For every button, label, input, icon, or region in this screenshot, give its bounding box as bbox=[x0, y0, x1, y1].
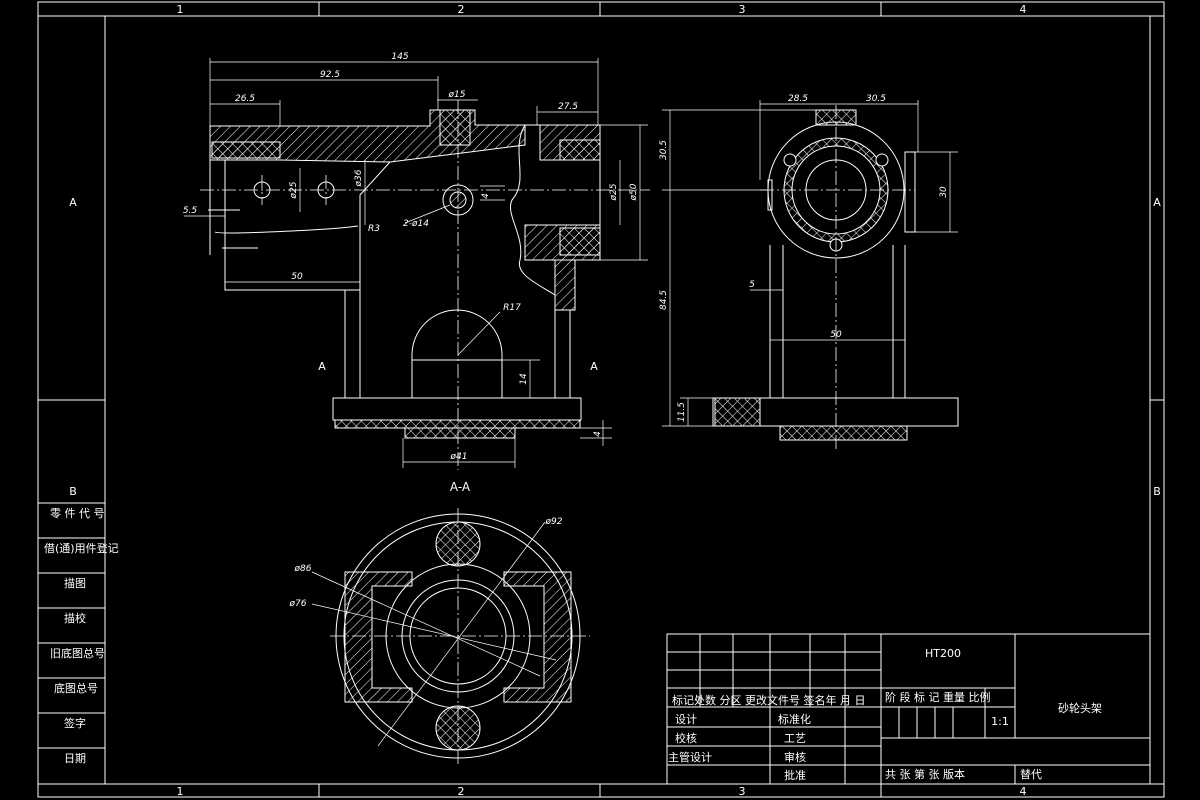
review-label: 审核 bbox=[784, 750, 806, 764]
zone-bottom-4: 4 bbox=[1020, 785, 1027, 798]
zone-bottom-1: 1 bbox=[177, 785, 184, 798]
dim-11-5: 11.5 bbox=[677, 402, 687, 422]
dim-phi50: ø50 bbox=[629, 183, 639, 201]
front-view-centerlines bbox=[200, 100, 650, 470]
dim-phi92: ø92 bbox=[545, 517, 563, 527]
dim-phi25-right: ø25 bbox=[609, 183, 619, 201]
dim-27-5: 27.5 bbox=[558, 102, 578, 112]
side-view-dimension-lines bbox=[662, 100, 958, 427]
dim-4-mid: 4 bbox=[481, 193, 491, 199]
dim-26-5: 26.5 bbox=[235, 94, 255, 104]
part-name: 砂轮头架 bbox=[1058, 701, 1102, 715]
side-view-dimension-text: 28.5 30.5 30.5 30 84.5 5 50 11.5 bbox=[659, 94, 949, 422]
dim-14: 14 bbox=[519, 373, 529, 385]
replace-label: 替代 bbox=[1020, 767, 1042, 781]
dim-r17: R17 bbox=[503, 303, 521, 313]
zone-top-3: 3 bbox=[739, 3, 746, 16]
dim-5: 5 bbox=[749, 280, 755, 290]
zone-left-b: B bbox=[69, 485, 77, 498]
dim-30-5-top: 30.5 bbox=[866, 94, 886, 104]
sheet-count: 共 张 第 张 版本 bbox=[885, 767, 965, 781]
label-tracing: 描图 bbox=[64, 576, 86, 590]
dim-92-5: 92.5 bbox=[320, 70, 340, 80]
section-view-centerlines bbox=[330, 508, 590, 765]
label-tracing-check: 描校 bbox=[64, 611, 86, 625]
dim-phi15: ø15 bbox=[448, 90, 466, 100]
design-label: 设计 bbox=[675, 713, 697, 726]
section-view-dimension-text: ø92 ø86 ø76 bbox=[289, 517, 563, 609]
label-old-base-number: 旧底图总号 bbox=[50, 646, 105, 660]
dim-phi25-left: ø25 bbox=[289, 181, 299, 199]
standardization-label: 标准化 bbox=[778, 712, 811, 726]
front-view bbox=[208, 109, 601, 439]
dim-phi36: ø36 bbox=[354, 169, 364, 187]
dim-5-5: 5.5 bbox=[183, 206, 198, 216]
label-signature: 签字 bbox=[64, 716, 86, 730]
dim-4-base: 4 bbox=[593, 431, 603, 437]
zone-left-a: A bbox=[69, 196, 77, 209]
approve-label: 批准 bbox=[784, 768, 806, 782]
label-date: 日期 bbox=[64, 752, 86, 765]
zone-top-2: 2 bbox=[458, 3, 465, 16]
zone-markers: 1 2 3 4 1 2 3 4 A B A B bbox=[69, 3, 1161, 798]
dim-84-5: 84.5 bbox=[659, 290, 669, 310]
revision-header: 标记处数 分区 更改文件号 签名年 月 日 bbox=[672, 693, 865, 707]
dim-holes: 2-ø14 bbox=[403, 219, 429, 229]
dim-145: 145 bbox=[391, 52, 408, 62]
front-view-dimension-lines bbox=[184, 58, 648, 468]
zone-top-1: 1 bbox=[177, 3, 184, 16]
zone-bottom-2: 2 bbox=[458, 785, 465, 798]
title-block-grid bbox=[666, 633, 1151, 785]
dim-28-5: 28.5 bbox=[788, 94, 808, 104]
dim-50: 50 bbox=[291, 272, 303, 282]
section-mark-right: A bbox=[590, 360, 598, 373]
zone-right-a: A bbox=[1153, 196, 1161, 209]
zone-right-b: B bbox=[1153, 485, 1161, 498]
dim-phi76: ø76 bbox=[289, 599, 307, 609]
process-label: 工艺 bbox=[784, 732, 806, 745]
dim-30-5-left: 30.5 bbox=[659, 140, 669, 160]
dim-r3: R3 bbox=[368, 224, 380, 234]
title-block-text: HT200 砂轮头架 1:1 标记处数 分区 更改文件号 签名年 月 日 阶 段… bbox=[668, 647, 1102, 782]
scale: 1:1 bbox=[991, 715, 1009, 728]
side-view bbox=[712, 109, 959, 441]
label-part-code: 零 件 代 号 bbox=[50, 507, 105, 520]
dim-phi86: ø86 bbox=[294, 564, 312, 574]
dim-50-side: 50 bbox=[830, 330, 842, 340]
zone-top-4: 4 bbox=[1020, 3, 1027, 16]
chief-design-label: 主管设计 bbox=[668, 750, 712, 764]
left-column-grid bbox=[38, 502, 105, 749]
stage-header: 阶 段 标 记 重量 比例 bbox=[885, 690, 990, 704]
zone-bottom-3: 3 bbox=[739, 785, 746, 798]
material: HT200 bbox=[925, 647, 961, 660]
dim-phi41: ø41 bbox=[450, 452, 468, 462]
side-view-centerlines bbox=[760, 105, 915, 450]
label-borrowed-register: 借(通)用件登记 bbox=[44, 541, 119, 555]
label-base-number: 底图总号 bbox=[54, 681, 98, 695]
dim-30: 30 bbox=[939, 186, 949, 198]
section-title: A-A bbox=[450, 480, 471, 494]
left-column-labels: 零 件 代 号 借(通)用件登记 描图 描校 旧底图总号 底图总号 签字 日期 bbox=[44, 507, 119, 765]
front-view-dimension-text: 145 92.5 26.5 ø15 27.5 ø25 ø36 5.5 R3 2-… bbox=[183, 52, 639, 462]
drawing-frame bbox=[37, 1, 1165, 798]
check-label: 校核 bbox=[675, 731, 697, 745]
section-mark-left: A bbox=[318, 360, 326, 373]
section-view-leaders bbox=[311, 521, 557, 747]
